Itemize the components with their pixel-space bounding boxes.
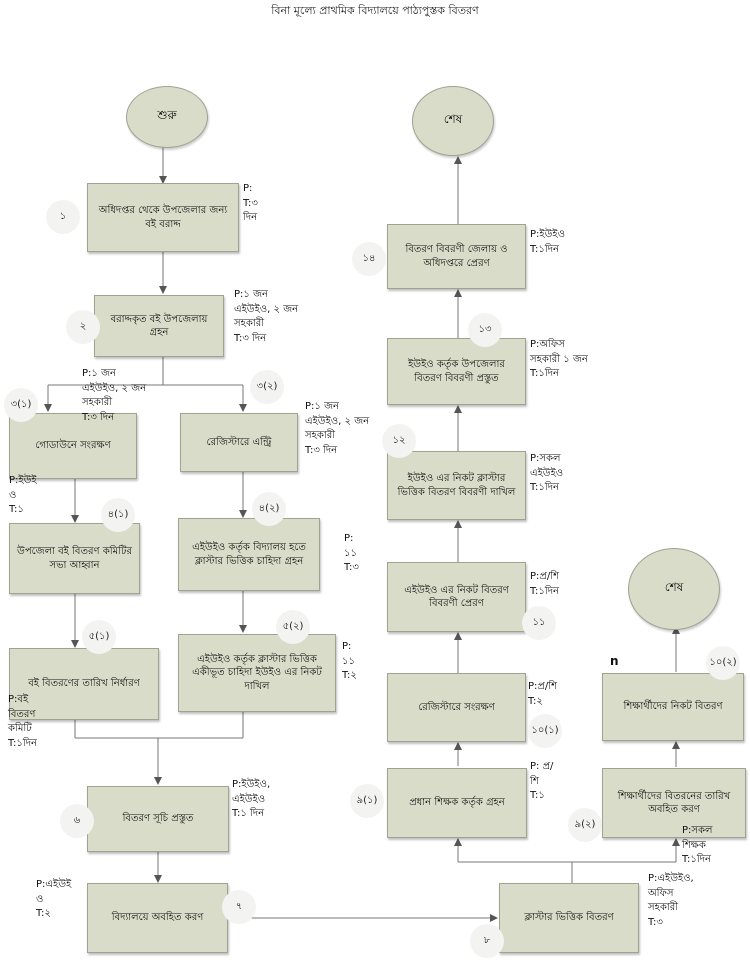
- step-5b-number: ৫(২): [276, 610, 310, 644]
- step-13-box: ইউইও কর্তৃক উপজেলার বিতরণ বিবরণী প্রস্তু…: [387, 338, 526, 405]
- end-terminal-main: শেষ: [412, 86, 494, 156]
- step-5a-box: বই বিতরণের তারিখ নির্ধারণ: [9, 648, 159, 720]
- step-7-number: ৭: [222, 890, 256, 924]
- step-13-number: ১৩: [468, 313, 502, 347]
- step-6-number: ৬: [60, 804, 94, 838]
- step-4a-box: উপজেলা বই বিতরণ কমিটির সভা আহ্বান: [9, 523, 140, 594]
- step-3b-box: রেজিস্টারে এন্ট্রি: [180, 413, 298, 472]
- step-9a-pt-label: P: প্র/শিT:১: [530, 761, 554, 801]
- step-10a-number: ১০(১): [528, 714, 562, 748]
- step-4b-box: এইউইও কর্তৃক বিদ্যালয় হতে ক্লাস্টার ভিত…: [178, 518, 320, 591]
- step-11-box: এইউইও এর নিকট বিতরণ বিবরণী প্রেরণ: [387, 562, 526, 632]
- step-14-number: ১৪: [352, 242, 386, 276]
- end-terminal-students: শেষ: [628, 548, 720, 630]
- step-10a-box: রেজিস্টারে সংরক্ষণ: [387, 673, 526, 742]
- step-11-number: ১১: [522, 606, 556, 640]
- step-9b-box: শিক্ষার্থীদের বিতরনের তারিখ অবহিত করণ: [602, 768, 746, 838]
- step-8-number: ৮: [470, 924, 504, 958]
- step-10b-box: শিক্ষার্থীদের নিকট বিতরণ: [602, 673, 744, 741]
- step-2-box: বরাদ্দকৃত বই উপজেলায় গ্রহন: [94, 295, 224, 357]
- diagram-title: বিনা মূল্যে প্রাথমিক বিদ্যালয়ে পাঠ্যপুস…: [271, 4, 479, 17]
- step-5a-number: ৫(১): [82, 620, 116, 654]
- step-7-box: বিদ্যালয়ে অবহিত করণ: [87, 883, 228, 953]
- step-9b-number: ৯(২): [568, 808, 602, 842]
- step-2-number: ২: [66, 310, 100, 344]
- start-terminal: শুরু: [126, 86, 208, 148]
- step-12-box: ইউইও এর নিকট ক্লাস্টার ভিত্তিক বিতরণ বিব…: [387, 451, 526, 520]
- step-9a-number: ৯(১): [350, 784, 384, 818]
- step-10b-number: ১০(২): [706, 646, 740, 680]
- step-1-number: ১: [46, 200, 80, 234]
- step-6-box: বিতরণ সূচি প্রস্তুত: [87, 786, 229, 852]
- step-5b-box: এইউইও কর্তৃক ক্লাস্টার ভিত্তিক একীভূত চা…: [178, 634, 336, 712]
- step-8-box: ক্লাস্টার ভিত্তিক বিতরণ: [499, 883, 639, 953]
- step-4b-number: ৪(২): [252, 492, 286, 526]
- step-9a-box: প্রধান শিক্ষক কর্তৃক গ্রহন: [387, 768, 527, 838]
- step-10a-pt-label: P:প্র/শিT:২: [528, 681, 558, 707]
- stray-n-label: n: [610, 654, 619, 668]
- step-12-number: ১২: [382, 424, 416, 458]
- step-3a-box: গোডাউনে সংরক্ষণ: [9, 413, 137, 479]
- step-1-box: অধিদপ্তর থেকে উপজেলার জন্য বই বরাদ্দ: [87, 183, 239, 252]
- step-14-box: বিতরণ বিবরণী জেলায় ও অধিদপ্তরে প্রেরণ: [387, 224, 526, 289]
- step-3a-number: ৩(১): [4, 388, 38, 422]
- step-11-pt-label: P:প্র/শিT:১দিন: [530, 571, 560, 597]
- step-3b-number: ৩(২): [250, 370, 284, 404]
- step-4a-number: ৪(১): [101, 498, 135, 532]
